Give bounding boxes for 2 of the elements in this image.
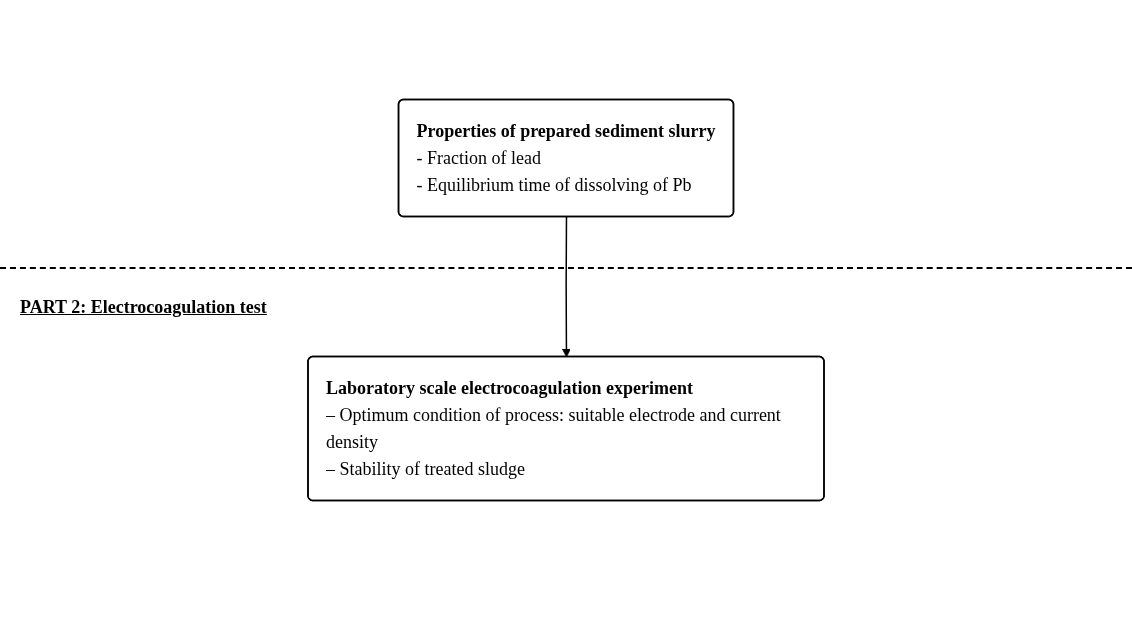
arrow <box>562 216 571 358</box>
section-heading: PART 2: Electrocoagulation test <box>20 296 267 318</box>
